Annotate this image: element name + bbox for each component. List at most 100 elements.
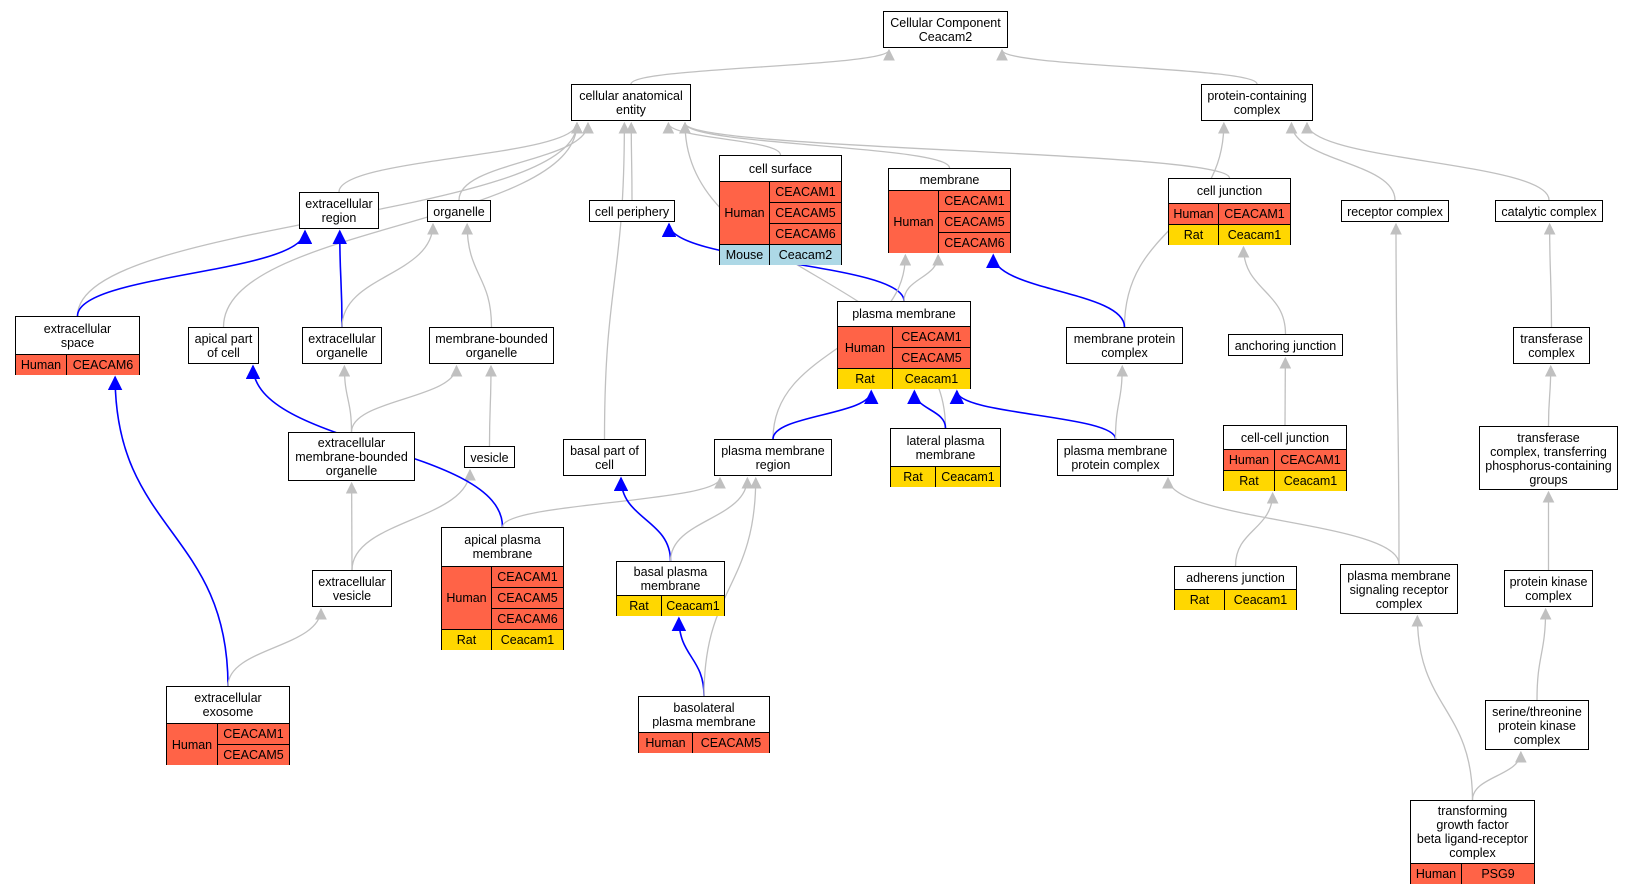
go-term-ser-thr-protein-kinase-complex[interactable]: serine/threonine protein kinase complex xyxy=(1485,700,1589,750)
gene-label[interactable]: Ceacam1 xyxy=(904,372,959,386)
species-label: Human xyxy=(889,191,939,253)
gene-label[interactable]: Ceacam1 xyxy=(500,633,555,647)
gene-label[interactable]: Ceacam1 xyxy=(941,470,995,484)
go-term-tgf-beta-receptor-complex[interactable]: transforming growth factor beta ligand-r… xyxy=(1410,800,1535,884)
edge-catalytic-complex-to-protein-containing-complex xyxy=(1301,121,1550,201)
go-term-receptor-complex[interactable]: receptor complex xyxy=(1341,200,1449,222)
go-term-extracellular-vesicle[interactable]: extracellular vesicle xyxy=(312,570,392,607)
term-label: apical plasma membrane xyxy=(464,533,541,561)
gene-label[interactable]: CEACAM6 xyxy=(492,608,563,629)
species-label: Rat xyxy=(442,630,492,650)
edge-extracellular-space-to-extracellular-region xyxy=(76,229,313,317)
term-label: plasma membrane signaling receptor compl… xyxy=(1347,568,1451,611)
term-label: cell periphery xyxy=(594,204,670,219)
go-term-transferase-complex[interactable]: transferase complex xyxy=(1513,327,1590,364)
edge-apical-part-of-cell-to-cellular-anatomical-entity xyxy=(222,121,583,328)
gene-label[interactable]: CEACAM1 xyxy=(1280,453,1341,467)
edge-receptor-complex-to-protein-containing-complex xyxy=(1285,121,1396,201)
gene-label[interactable]: CEACAM1 xyxy=(1224,207,1285,221)
gene-label[interactable]: CEACAM6 xyxy=(939,232,1010,253)
gene-label[interactable]: Ceacam1 xyxy=(666,599,720,613)
gene-label[interactable]: CEACAM1 xyxy=(775,185,836,199)
gene-label[interactable]: CEACAM5 xyxy=(700,736,762,750)
go-term-apical-part-of-cell[interactable]: apical part of cell xyxy=(188,327,259,364)
gene-label[interactable]: PSG9 xyxy=(1481,867,1515,881)
go-term-extracellular-organelle[interactable]: extracellular organelle xyxy=(302,327,382,364)
go-term-catalytic-complex[interactable]: catalytic complex xyxy=(1495,200,1603,222)
edge-pm-signaling-receptor-complex-to-receptor-complex xyxy=(1390,222,1402,565)
edge-plasma-membrane-protein-complex-to-membrane-protein-complex xyxy=(1114,364,1129,440)
gene-label[interactable]: CEACAM5 xyxy=(893,347,970,368)
go-term-cellular-component[interactable]: Cellular Component Ceacam2 xyxy=(883,11,1008,48)
gene-label[interactable]: Ceacam1 xyxy=(1233,593,1288,607)
go-term-plasma-membrane-protein-complex[interactable]: plasma membrane protein complex xyxy=(1057,439,1174,476)
edge-basolateral-plasma-membrane-to-basal-plasma-membrane xyxy=(671,616,705,697)
go-term-cell-periphery[interactable]: cell periphery xyxy=(589,200,675,222)
term-label: lateral plasma membrane xyxy=(906,433,985,462)
edge-plasma-membrane-protein-complex-to-plasma-membrane xyxy=(949,389,1117,440)
gene-label[interactable]: CEACAM5 xyxy=(218,744,289,765)
edge-membrane-to-cellular-anatomical-entity xyxy=(679,121,951,169)
go-term-organelle[interactable]: organelle xyxy=(427,200,491,222)
gene-label[interactable]: Ceacam1 xyxy=(1227,228,1282,242)
species-label: Mouse xyxy=(720,245,770,265)
gene-label[interactable]: CEACAM6 xyxy=(72,358,134,372)
go-term-anchoring-junction[interactable]: anchoring junction xyxy=(1228,334,1343,356)
species-label: Human xyxy=(838,327,893,368)
go-term-membrane-bounded-organelle[interactable]: membrane-bounded organelle xyxy=(429,327,554,364)
edge-extracellular-exosome-to-extracellular-space xyxy=(107,375,229,687)
go-term-vesicle[interactable]: vesicle xyxy=(464,446,515,468)
edge-basal-plasma-membrane-to-basal-part-of-cell xyxy=(613,476,672,562)
annotation-rat: Rat Ceacam1 xyxy=(1169,224,1290,245)
go-term-membrane-protein-complex[interactable]: membrane protein complex xyxy=(1066,327,1183,364)
annotation-mouse: Mouse Ceacam2 xyxy=(720,244,841,265)
go-term-pm-signaling-receptor-complex[interactable]: plasma membrane signaling receptor compl… xyxy=(1340,564,1458,614)
species-label: Human xyxy=(1411,864,1462,884)
go-term-basal-part-of-cell[interactable]: basal part of cell xyxy=(563,439,646,476)
go-term-protein-kinase-complex[interactable]: protein kinase complex xyxy=(1504,570,1593,607)
annotation-human: Human CEACAM6 xyxy=(16,354,139,375)
gene-label[interactable]: CEACAM1 xyxy=(901,330,962,344)
gene-label[interactable]: CEACAM5 xyxy=(770,202,841,223)
species-label: Rat xyxy=(1169,225,1219,245)
term-label: cell junction xyxy=(1196,184,1263,198)
edge-lateral-plasma-membrane-to-plasma-membrane xyxy=(907,389,947,429)
edge-cell-junction-to-cellular-anatomical-entity xyxy=(679,121,1231,179)
gene-label[interactable]: CEACAM5 xyxy=(492,587,563,608)
go-term-protein-containing-complex[interactable]: protein-containing complex xyxy=(1201,84,1313,121)
annotation-rat: Rat Ceacam1 xyxy=(617,595,724,616)
species-label: Rat xyxy=(617,596,662,616)
term-label: serine/threonine protein kinase complex xyxy=(1492,704,1582,747)
go-term-plasma-membrane-region[interactable]: plasma membrane region xyxy=(714,439,832,476)
go-term-transferase-complex-phospho[interactable]: transferase complex, transferring phosph… xyxy=(1479,426,1618,490)
species-label: Human xyxy=(720,182,770,244)
gene-label[interactable]: CEACAM1 xyxy=(497,570,558,584)
species-label: Human xyxy=(16,355,67,375)
gene-label[interactable]: Ceacam1 xyxy=(1283,474,1338,488)
edge-organelle-to-cellular-anatomical-entity xyxy=(458,121,594,201)
gene-label[interactable]: CEACAM5 xyxy=(939,211,1010,232)
go-term-extracellular-region[interactable]: extracellular region xyxy=(299,192,379,229)
go-term-extracellular-membrane-bounded-organelle[interactable]: extracellular membrane-bounded organelle xyxy=(288,432,415,481)
go-term-cellular-anatomical-entity[interactable]: cellular anatomical entity xyxy=(571,84,691,121)
gene-label[interactable]: CEACAM1 xyxy=(944,194,1005,208)
term-label: basolateral plasma membrane xyxy=(652,700,756,729)
gene-label[interactable]: Ceacam2 xyxy=(778,248,833,262)
edge-adherens-junction-to-cell-cell-junction xyxy=(1234,491,1279,567)
gene-label[interactable]: CEACAM6 xyxy=(770,223,841,244)
gene-label[interactable]: CEACAM1 xyxy=(223,727,284,741)
